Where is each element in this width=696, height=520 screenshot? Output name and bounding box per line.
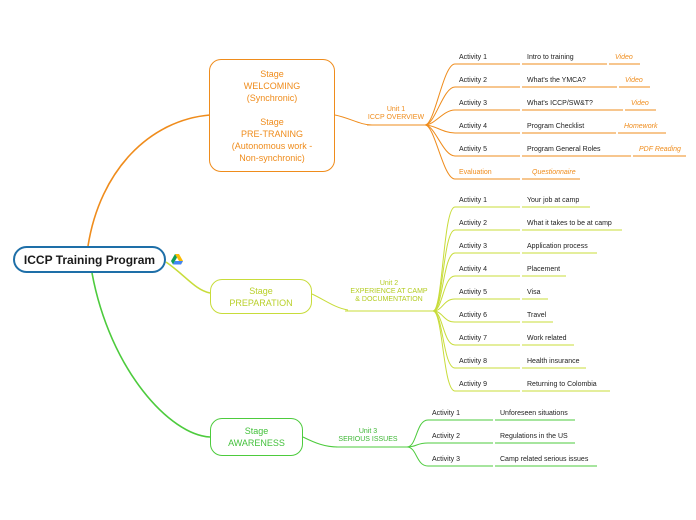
u2-topic-5[interactable]: Visa xyxy=(527,289,541,296)
fan2-branch-7 xyxy=(432,310,456,346)
unit3-line1: Unit 3 xyxy=(358,428,378,435)
u2-activity-9[interactable]: Activity 9 xyxy=(459,381,488,388)
stage1-line3: (Synchronic) xyxy=(246,92,298,103)
stage1-line4: Stage xyxy=(260,116,284,127)
u1-activity-4[interactable]: Activity 4 xyxy=(459,123,488,130)
u1-tag-4: Homework xyxy=(624,123,658,130)
u1-topic-5[interactable]: Program General Roles xyxy=(527,146,601,153)
u2-topic-1[interactable]: Your job at camp xyxy=(527,197,580,204)
unit2-line1: Unit 2 xyxy=(379,280,399,287)
u1-topic-3[interactable]: What's ICCP/SW&T? xyxy=(527,100,593,107)
u2-topic-3[interactable]: Application process xyxy=(527,243,588,250)
u2-topic-8[interactable]: Health insurance xyxy=(527,358,580,365)
u2-topic-7[interactable]: Work related xyxy=(527,335,567,342)
stage-preparation-node[interactable]: Stage PREPARATION xyxy=(210,279,312,314)
u1-topic-2[interactable]: What's the YMCA? xyxy=(527,77,586,84)
u3-activity-2[interactable]: Activity 2 xyxy=(432,433,461,440)
u3-topic-3[interactable]: Camp related serious issues xyxy=(500,456,589,463)
u1-questionnaire[interactable]: Questionnaire xyxy=(532,169,576,176)
fan3-branch-1 xyxy=(406,419,429,448)
unit2-line2: EXPERIENCE AT CAMP xyxy=(350,288,428,295)
unit1-line2: ICCP OVERVIEW xyxy=(367,114,425,121)
stage2-line1: Stage xyxy=(249,285,273,296)
root-title: ICCP Training Program xyxy=(23,252,156,267)
stage3-line1: Stage xyxy=(244,426,269,436)
u2-activity-3[interactable]: Activity 3 xyxy=(459,243,488,250)
unit1-line1: Unit 1 xyxy=(386,106,406,113)
fan2-branch-2 xyxy=(432,229,456,312)
u1-activity-2[interactable]: Activity 2 xyxy=(459,77,488,84)
stage2-line2: PREPARATION xyxy=(229,297,293,308)
u3-activity-1[interactable]: Activity 1 xyxy=(432,410,461,417)
u2-activity-8[interactable]: Activity 8 xyxy=(459,358,488,365)
u1-tag-1: Video xyxy=(615,54,633,61)
u2-activity-4[interactable]: Activity 4 xyxy=(459,266,488,273)
u1-activity-5[interactable]: Activity 5 xyxy=(459,146,488,153)
u3-topic-2[interactable]: Regulations in the US xyxy=(500,433,568,440)
fan2-branch-1 xyxy=(432,206,456,312)
stage3-line2: AWARENESS xyxy=(228,438,285,448)
stage-awareness-node[interactable]: Stage AWARENESS xyxy=(210,418,303,456)
u2-activity-5[interactable]: Activity 5 xyxy=(459,289,488,296)
fan1-branch-2 xyxy=(424,86,456,126)
stage1-line1: Stage xyxy=(260,68,284,79)
fan3-branch-3 xyxy=(406,446,429,467)
u2-topic-9[interactable]: Returning to Colombia xyxy=(527,381,597,388)
u2-activity-2[interactable]: Activity 2 xyxy=(459,220,488,227)
u3-activity-3[interactable]: Activity 3 xyxy=(432,456,461,463)
u2-activity-7[interactable]: Activity 7 xyxy=(459,335,488,342)
stage1-line5: PRE-TRANING xyxy=(240,128,303,139)
unit3-label[interactable]: Unit 3 SERIOUS ISSUES xyxy=(334,428,402,444)
unit1-label[interactable]: Unit 1 ICCP OVERVIEW xyxy=(364,106,428,122)
unit2-line3: & DOCUMENTATION xyxy=(355,296,423,303)
fan1-branch-3 xyxy=(424,109,456,126)
fan2-branch-4 xyxy=(432,275,456,312)
stage1-line6: (Autonomous work - xyxy=(231,140,313,151)
u1-tag-3: Video xyxy=(631,100,649,107)
u1-tag-5: PDF Reading xyxy=(639,146,681,153)
u2-topic-4[interactable]: Placement xyxy=(527,266,561,273)
unit2-label[interactable]: Unit 2 EXPERIENCE AT CAMP & DOCUMENTATIO… xyxy=(343,280,435,304)
google-drive-icon[interactable] xyxy=(171,254,183,265)
u1-topic-4[interactable]: Program Checklist xyxy=(527,123,585,130)
fan2-branch-3 xyxy=(432,252,456,312)
stage1-line7: Non-synchronic) xyxy=(239,152,305,163)
u2-activity-6[interactable]: Activity 6 xyxy=(459,312,488,319)
u3-topic-1[interactable]: Unforeseen situations xyxy=(500,410,568,417)
fan3-branch-2 xyxy=(406,442,429,448)
root-node[interactable]: ICCP Training Program xyxy=(13,246,166,273)
u2-topic-6[interactable]: Travel xyxy=(527,312,547,319)
u2-topic-2[interactable]: What it takes to be at camp xyxy=(527,220,612,227)
u1-evaluation[interactable]: Evaluation xyxy=(459,169,492,176)
stage1-line2: WELCOMING xyxy=(243,80,301,91)
fan2-branch-5 xyxy=(432,298,456,312)
u2-activity-1[interactable]: Activity 1 xyxy=(459,197,488,204)
fan1-branch-1 xyxy=(424,63,456,126)
u1-activity-1[interactable]: Activity 1 xyxy=(459,54,488,61)
u1-activity-3[interactable]: Activity 3 xyxy=(459,100,488,107)
fan1-branch-6 xyxy=(424,124,456,180)
u1-tag-2: Video xyxy=(625,77,643,84)
stage-welcoming-node[interactable]: Stage WELCOMING (Synchronic) Stage PRE-T… xyxy=(209,59,335,172)
fan2-branch-9 xyxy=(432,310,456,392)
unit3-line2: SERIOUS ISSUES xyxy=(338,436,398,443)
u1-topic-1[interactable]: Intro to training xyxy=(527,54,574,61)
